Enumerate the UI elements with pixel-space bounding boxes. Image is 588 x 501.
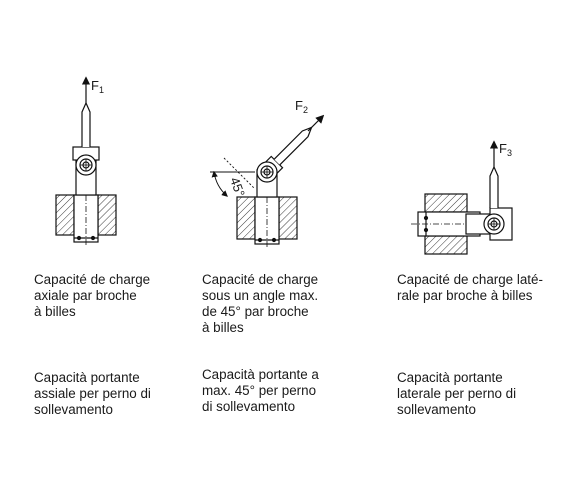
lateral-load-diagram <box>411 140 513 255</box>
load-diagrams: F1 F2 45° <box>55 76 513 255</box>
angle-label: 45° <box>227 175 248 199</box>
caption-it-axial: Capacità portante assiale per perno di s… <box>34 370 151 417</box>
angled-load-diagram <box>210 114 325 248</box>
hatched-block-left <box>55 194 75 236</box>
hatched-block-right <box>97 194 117 236</box>
hatched-block-left <box>236 196 256 240</box>
force-label-f1: F1 <box>91 78 104 95</box>
force-label-f3: F3 <box>499 141 512 158</box>
force-label-f2: F2 <box>295 98 308 115</box>
hatched-block-top <box>424 193 468 213</box>
caption-fr-axial: Capacité de charge axiale par broche à b… <box>34 272 151 319</box>
caption-fr-angled: Capacité de charge sous un angle max. de… <box>202 272 319 335</box>
caption-fr-lateral: Capacité de charge laté- rale par broche… <box>397 272 543 303</box>
axial-load-diagram <box>55 76 117 246</box>
caption-it-angled: Capacità portante a max. 45° per perno d… <box>202 367 319 414</box>
caption-it-lateral: Capacità portante laterale per perno di … <box>397 370 517 417</box>
hatched-block-right <box>278 196 298 240</box>
hatched-block-bottom <box>424 235 468 255</box>
